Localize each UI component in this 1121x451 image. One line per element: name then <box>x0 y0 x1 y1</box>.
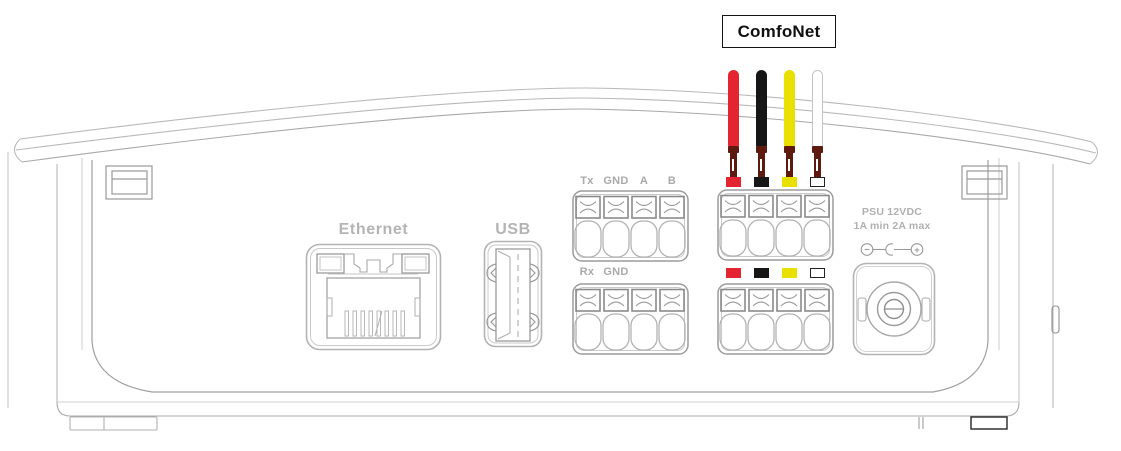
wire-color-swatch <box>754 268 769 278</box>
comfonet-wire-red <box>719 70 747 190</box>
pin-label-b: B <box>667 175 677 187</box>
comfonet-label: ComfoNet <box>737 21 821 41</box>
comfonet-wire-yellow <box>775 70 803 190</box>
wire-insulation <box>783 70 795 147</box>
terminal-block-rx <box>572 283 689 355</box>
polarity-symbol: − + <box>860 243 924 256</box>
comfonet-label-box: ComfoNet <box>722 15 836 48</box>
polarity-plus: + <box>914 245 920 256</box>
terminal-block-comfonet-top <box>717 189 834 261</box>
polarity-minus: − <box>864 245 870 256</box>
wire-insulation <box>755 70 767 147</box>
dc-barrel-jack <box>852 262 936 356</box>
wire-insulation <box>727 70 739 147</box>
wire-ferrule <box>755 146 767 153</box>
terminal-block-comfonet-bottom <box>717 283 834 355</box>
comfonet-wire-white <box>803 70 831 190</box>
psu-current: 1A min 2A max <box>853 219 931 232</box>
wire-color-swatch <box>726 268 741 278</box>
terminal-block-tx <box>572 190 689 262</box>
wire-ferrule <box>811 146 823 153</box>
wire-ferrule <box>783 146 795 153</box>
ethernet-label: Ethernet <box>338 221 409 238</box>
wire-color-swatch <box>782 268 797 278</box>
usb-port <box>483 240 543 348</box>
pin-label-gnd: GND <box>603 266 629 278</box>
psu-voltage: PSU 12VDC <box>861 206 923 218</box>
pin-label-a: A <box>639 175 649 187</box>
ethernet-port <box>305 243 442 351</box>
tx-block-labels: Tx GND A B <box>572 175 690 189</box>
rx-block-labels: Rx GND <box>572 266 690 280</box>
psu-label: PSU 12VDC 1A min 2A max <box>842 206 942 233</box>
wire-color-swatch <box>753 177 769 187</box>
wire-color-swatch <box>809 177 825 187</box>
wire-color-swatch <box>810 268 825 278</box>
comfonet-wire-black <box>747 70 775 190</box>
pin-label-rx: Rx <box>579 266 595 278</box>
wire-color-swatch <box>725 177 741 187</box>
pin-label-gnd: GND <box>603 175 629 187</box>
pin-label-tx: Tx <box>580 175 594 187</box>
wire-insulation <box>811 70 823 147</box>
wire-color-swatch <box>781 177 797 187</box>
wire-ferrule <box>727 146 739 153</box>
usb-label: USB <box>495 221 531 238</box>
